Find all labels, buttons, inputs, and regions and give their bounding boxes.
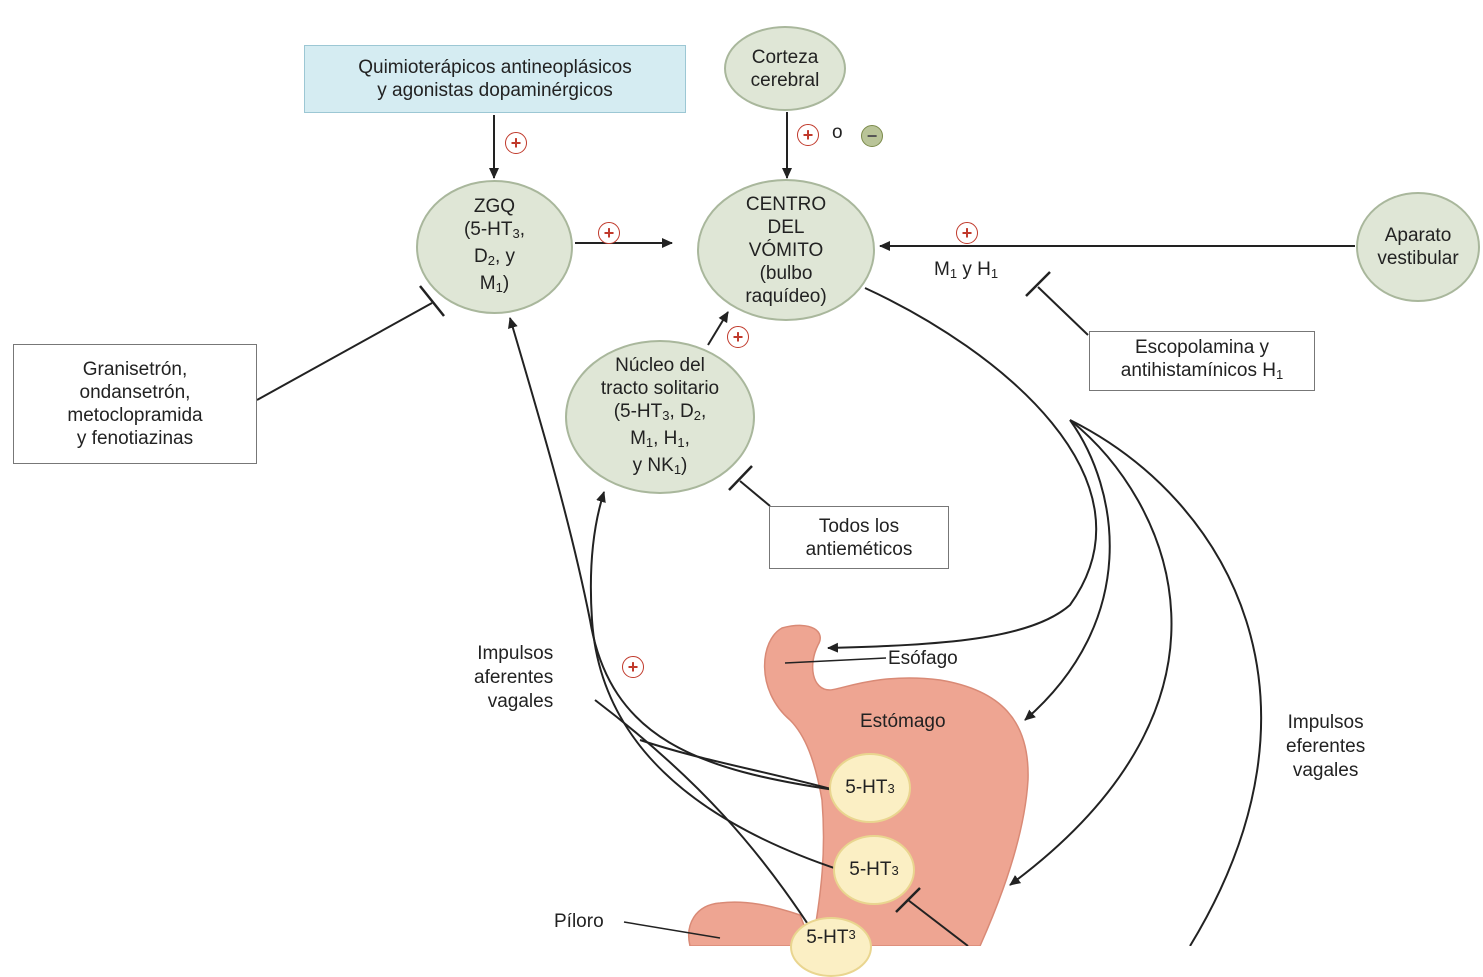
text-line: tracto solitario (600, 377, 720, 399)
inhibit-todos-nucleo (739, 480, 771, 507)
inhibit-bar-zgq (419, 285, 445, 317)
text-line: Escopolamina y (1134, 337, 1270, 358)
minus-sign-corteza: − (861, 125, 883, 147)
text-line: vagales (487, 691, 554, 712)
text-line: D2, y (473, 246, 516, 268)
text-line: VÓMITO (748, 239, 824, 261)
text-line: Impulsos (1287, 712, 1364, 733)
text-line: (5-HT3, D2, (613, 400, 707, 423)
efferent-to-esophagus (827, 287, 1098, 653)
inhibit-escopolamina (1037, 286, 1089, 336)
pylorus-pointer (623, 921, 721, 939)
text-line: (5-HT3, (463, 219, 526, 241)
text-line: M1, H1, (630, 427, 690, 450)
zgq-node: ZGQ(5-HT3, D2, y M1) (416, 180, 573, 314)
arrow-nucleo-centro (707, 311, 729, 346)
text-line: Aparato (1384, 225, 1452, 246)
efferent-label: Impulsos eferentes vagales (1286, 711, 1365, 783)
text-line: M1) (479, 273, 510, 295)
text-line: vagales (1292, 760, 1359, 781)
afferent-from-r1 (639, 739, 836, 791)
text-line: metoclopramida (67, 405, 203, 426)
text-line: vestibular (1377, 248, 1459, 269)
afferent-to-zgq (508, 317, 836, 791)
plus-sign-zgq: + (598, 222, 620, 244)
or-label: o (832, 122, 843, 143)
text-line: cerebral (750, 69, 820, 91)
afferent-label: Impulsos aferentes vagales (474, 642, 553, 714)
text-line: antieméticos (805, 538, 913, 560)
plus-sign-corteza: + (797, 124, 819, 146)
text-line: eferentes (1286, 736, 1366, 757)
pylorus-shape (688, 901, 813, 946)
text-line: aferentes (474, 667, 554, 688)
plus-sign-vestibular: + (956, 222, 978, 244)
plus-sign-quimio: + (505, 132, 527, 154)
afferent-from-r3 (594, 699, 816, 936)
text-line: y agonistas dopaminérgicos (377, 80, 613, 101)
m1-h1-label: M1 y H1 (934, 259, 999, 281)
text-line: ondansetrón, (79, 382, 191, 403)
text-line: ZGQ (473, 196, 516, 217)
pylorus-label: Píloro (554, 911, 604, 932)
text-line: y NK1) (632, 454, 688, 477)
efferent-to-bottom (1069, 419, 1263, 946)
text-line: Impulsos (477, 643, 554, 664)
afferent-to-nucleo (589, 491, 841, 871)
text-line: Núcleo del (615, 354, 705, 376)
efferent-to-stomach (1024, 419, 1111, 721)
text-line: Corteza (751, 46, 819, 68)
text-line: y fenotiazinas (76, 428, 194, 449)
inhibit-bar-nucleo (728, 465, 753, 491)
inhibit-bar-vestibular (1025, 271, 1051, 297)
text-line: CENTRO (745, 193, 827, 215)
inhibit-bar-receptor (895, 887, 921, 913)
stomach-label: Estómago (860, 711, 946, 732)
plus-sign-nucleo: + (727, 326, 749, 348)
inhibit-receptor-line (907, 899, 969, 946)
text-line: Granisetrón, (82, 359, 188, 380)
diagram-canvas (256, 112, 1355, 946)
esophagus-pointer (784, 657, 887, 664)
inhibit-granisetron-zgq (256, 302, 433, 401)
text-line: raquídeo) (745, 285, 827, 307)
text-line: antihistamínicos H1 (1120, 360, 1284, 382)
esophagus-label: Esófago (888, 648, 958, 669)
text-line: Quimioterápicos antineoplásicos (358, 57, 632, 78)
text-line: (bulbo (759, 262, 813, 284)
plus-sign-afferent: + (622, 656, 644, 678)
efferent-to-lower-stomach (1009, 419, 1173, 886)
text-line: DEL (767, 216, 805, 238)
text-line: Todos los (818, 515, 900, 537)
